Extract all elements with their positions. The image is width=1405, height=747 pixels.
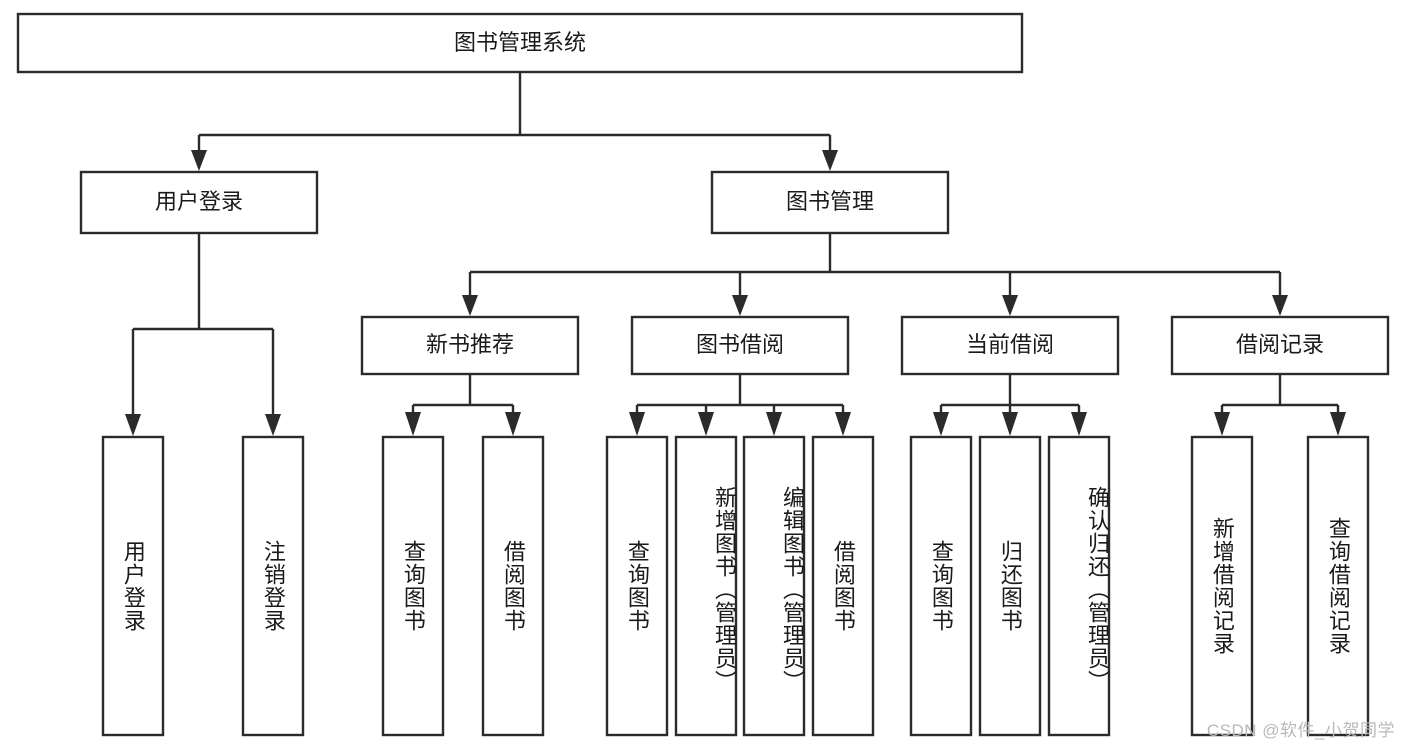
leaf-box-user-login[interactable]	[101, 435, 165, 737]
leaf-box-br-query-record[interactable]	[1306, 435, 1370, 737]
node-borrow-record-label: 借阅记录	[1236, 332, 1324, 357]
arrow-head-book-manage	[822, 150, 838, 171]
leaf-box-nb-borrow-book[interactable]	[481, 435, 545, 737]
node-book-borrow-box[interactable]	[630, 315, 850, 376]
node-root-label: 图书管理系统	[454, 30, 586, 55]
node-book-borrow-label: 图书借阅	[696, 332, 784, 357]
node-user-login-label: 用户登录	[155, 189, 243, 214]
arrow-head-current-borrow	[1002, 295, 1018, 316]
arrow-head-user-login	[191, 150, 207, 171]
arrow-head-nb-query	[405, 412, 421, 436]
arrow-head-bb-query	[629, 412, 645, 436]
arrow-head-br-query	[1330, 412, 1346, 436]
node-book-manage-label: 图书管理	[786, 189, 874, 214]
arrow-head-book-borrow	[732, 295, 748, 316]
leaf-box-cb-return-book[interactable]	[978, 435, 1042, 737]
arrow-head-cb-return	[1002, 412, 1018, 436]
node-root-box[interactable]	[16, 12, 1024, 74]
leaf-box-bb-borrow-book[interactable]	[811, 435, 875, 737]
arrow-head-cb-confirm	[1071, 412, 1087, 436]
leaf-box-cb-query-book[interactable]	[909, 435, 973, 737]
node-current-borrow-box[interactable]	[900, 315, 1120, 376]
node-new-book-box[interactable]	[360, 315, 580, 376]
arrow-head-br-add	[1214, 412, 1230, 436]
leaf-box-bb-add-book[interactable]	[674, 435, 738, 737]
connectors-layer	[125, 72, 1346, 436]
arrow-head-leaf-user-login	[125, 414, 141, 436]
arrow-head-bb-borrow	[835, 412, 851, 436]
node-borrow-record-box[interactable]	[1170, 315, 1390, 376]
arrow-head-bb-add	[698, 412, 714, 436]
leaf-box-cb-confirm-return[interactable]	[1047, 435, 1111, 737]
arrow-head-leaf-logout	[265, 414, 281, 436]
leaf-box-nb-query-book[interactable]	[381, 435, 445, 737]
node-book-manage-box[interactable]	[710, 170, 950, 235]
arrow-head-cb-query	[933, 412, 949, 436]
node-user-login-box[interactable]	[79, 170, 319, 235]
arrow-head-nb-borrow	[505, 412, 521, 436]
leaf-box-bb-edit-book[interactable]	[742, 435, 806, 737]
leaf-box-bb-query-book[interactable]	[605, 435, 669, 737]
node-new-book-label: 新书推荐	[426, 332, 514, 357]
watermark-text: CSDN @软件_小贺同学	[1206, 721, 1395, 740]
arrow-head-new-book	[462, 295, 478, 316]
arrow-head-borrow-record	[1272, 295, 1288, 316]
leaf-box-logout[interactable]	[241, 435, 305, 737]
arrow-head-bb-edit	[766, 412, 782, 436]
nodes-layer: 图书管理系统 用户登录 图书管理 新书推荐 图书借阅 当前借阅 借阅记录	[16, 12, 1390, 737]
leaf-box-br-add-record[interactable]	[1190, 435, 1254, 737]
node-current-borrow-label: 当前借阅	[966, 332, 1054, 357]
